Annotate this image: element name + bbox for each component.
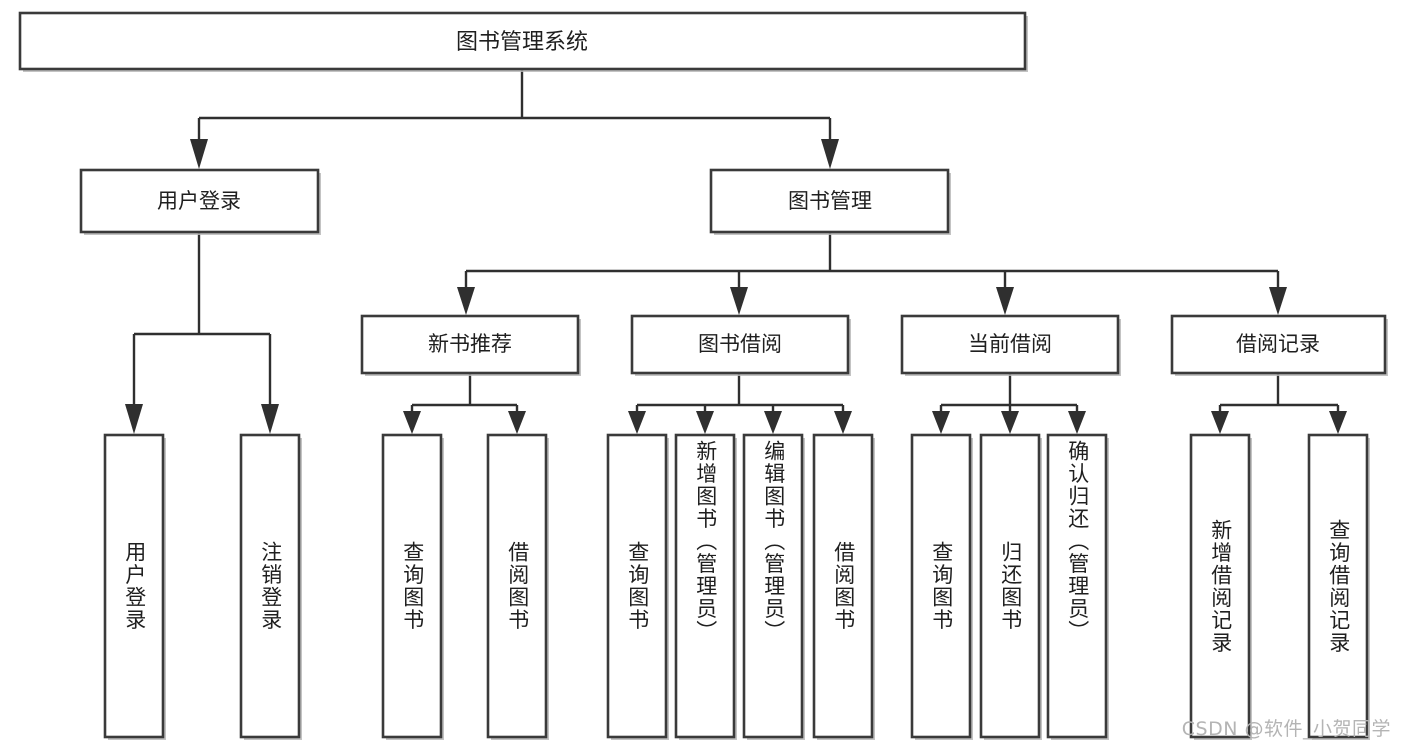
leaf-user-login-box — [103, 433, 165, 739]
node-borrow-record-label: 借阅记录 — [1236, 332, 1320, 356]
arrow-head-book-manage — [821, 139, 839, 169]
arrow-head-book-borrow — [730, 287, 748, 315]
watermark: CSDN @软件_小贺同学 — [1181, 718, 1391, 740]
leaf-add-record-box — [1189, 433, 1251, 739]
leaf-query-book-3-box — [910, 433, 972, 739]
node-book-borrow-box — [630, 314, 850, 375]
arrow-head-leaf-user-login — [125, 404, 143, 434]
node-borrow-record[interactable]: 借阅记录 — [1170, 314, 1388, 376]
node-book-borrow-label: 图书借阅 — [698, 332, 782, 356]
node-book-manage-box — [709, 168, 950, 234]
arrow-head-borrow-record — [1269, 287, 1287, 315]
leaf-borrow-book-1[interactable] — [486, 433, 549, 740]
node-book-manage[interactable]: 图书管理 — [709, 168, 951, 235]
leaf-confirm-return[interactable] — [1046, 433, 1109, 740]
leaf-add-book-box — [674, 433, 736, 739]
arrow-head-leaf-borrow-book-2 — [834, 411, 852, 434]
node-book-manage-label: 图书管理 — [788, 189, 872, 213]
arrow-head-leaf-edit-book — [764, 411, 782, 434]
leaf-query-book-2[interactable] — [606, 433, 669, 740]
arrow-head-new-book-rec — [457, 287, 475, 315]
node-user-login-label: 用户登录 — [157, 189, 241, 213]
leaf-borrow-book-1-box — [486, 433, 548, 739]
leaf-query-book-2-box — [606, 433, 668, 739]
node-current-borrow-box — [900, 314, 1120, 375]
node-new-book-rec-box — [360, 314, 580, 375]
leaf-query-record-box — [1307, 433, 1369, 739]
node-root-label: 图书管理系统 — [456, 30, 588, 55]
node-new-book-rec[interactable]: 新书推荐 — [360, 314, 581, 376]
node-current-borrow[interactable]: 当前借阅 — [900, 314, 1121, 376]
arrow-head-leaf-query-book-3 — [932, 411, 950, 434]
leaf-user-logout[interactable] — [239, 433, 302, 740]
arrow-head-user-login — [190, 139, 208, 169]
leaf-query-book-1[interactable] — [381, 433, 444, 740]
leaf-query-record[interactable] — [1307, 433, 1370, 740]
arrow-head-leaf-query-book-2 — [628, 411, 646, 434]
leaf-add-book[interactable] — [674, 433, 737, 740]
arrow-head-leaf-add-book — [696, 411, 714, 434]
arrow-head-leaf-query-record — [1329, 411, 1347, 434]
leaf-edit-book-box — [742, 433, 804, 739]
node-book-borrow[interactable]: 图书借阅 — [630, 314, 851, 376]
leaf-confirm-return-box — [1046, 433, 1108, 739]
leaf-add-record[interactable] — [1189, 433, 1252, 740]
leaf-query-book-1-box — [381, 433, 443, 739]
node-root[interactable]: 图书管理系统 — [18, 11, 1028, 72]
leaf-query-book-3[interactable] — [910, 433, 973, 740]
arrow-head-leaf-confirm-return — [1068, 411, 1086, 434]
leaf-borrow-book-2[interactable] — [812, 433, 875, 740]
arrow-head-leaf-add-record — [1211, 411, 1229, 434]
node-root-box — [18, 11, 1027, 71]
leaf-borrow-book-2-box — [812, 433, 874, 739]
leaf-return-book[interactable] — [979, 433, 1042, 740]
node-new-book-rec-label: 新书推荐 — [428, 332, 512, 356]
arrow-head-leaf-borrow-book-1 — [508, 411, 526, 434]
node-borrow-record-box — [1170, 314, 1387, 375]
leaf-user-login[interactable] — [103, 433, 166, 740]
leaf-edit-book[interactable] — [742, 433, 805, 740]
node-user-login-box — [79, 168, 320, 234]
connector-layer — [125, 69, 1347, 434]
node-user-login[interactable]: 用户登录 — [79, 168, 321, 235]
arrow-head-leaf-return-book — [1001, 411, 1019, 434]
arrow-head-current-borrow — [996, 287, 1014, 315]
arrow-head-leaf-user-logout — [261, 404, 279, 434]
leaf-return-book-box — [979, 433, 1041, 739]
node-current-borrow-label: 当前借阅 — [968, 332, 1052, 356]
leaf-user-logout-box — [239, 433, 301, 739]
arrow-head-leaf-query-book-1 — [403, 411, 421, 434]
